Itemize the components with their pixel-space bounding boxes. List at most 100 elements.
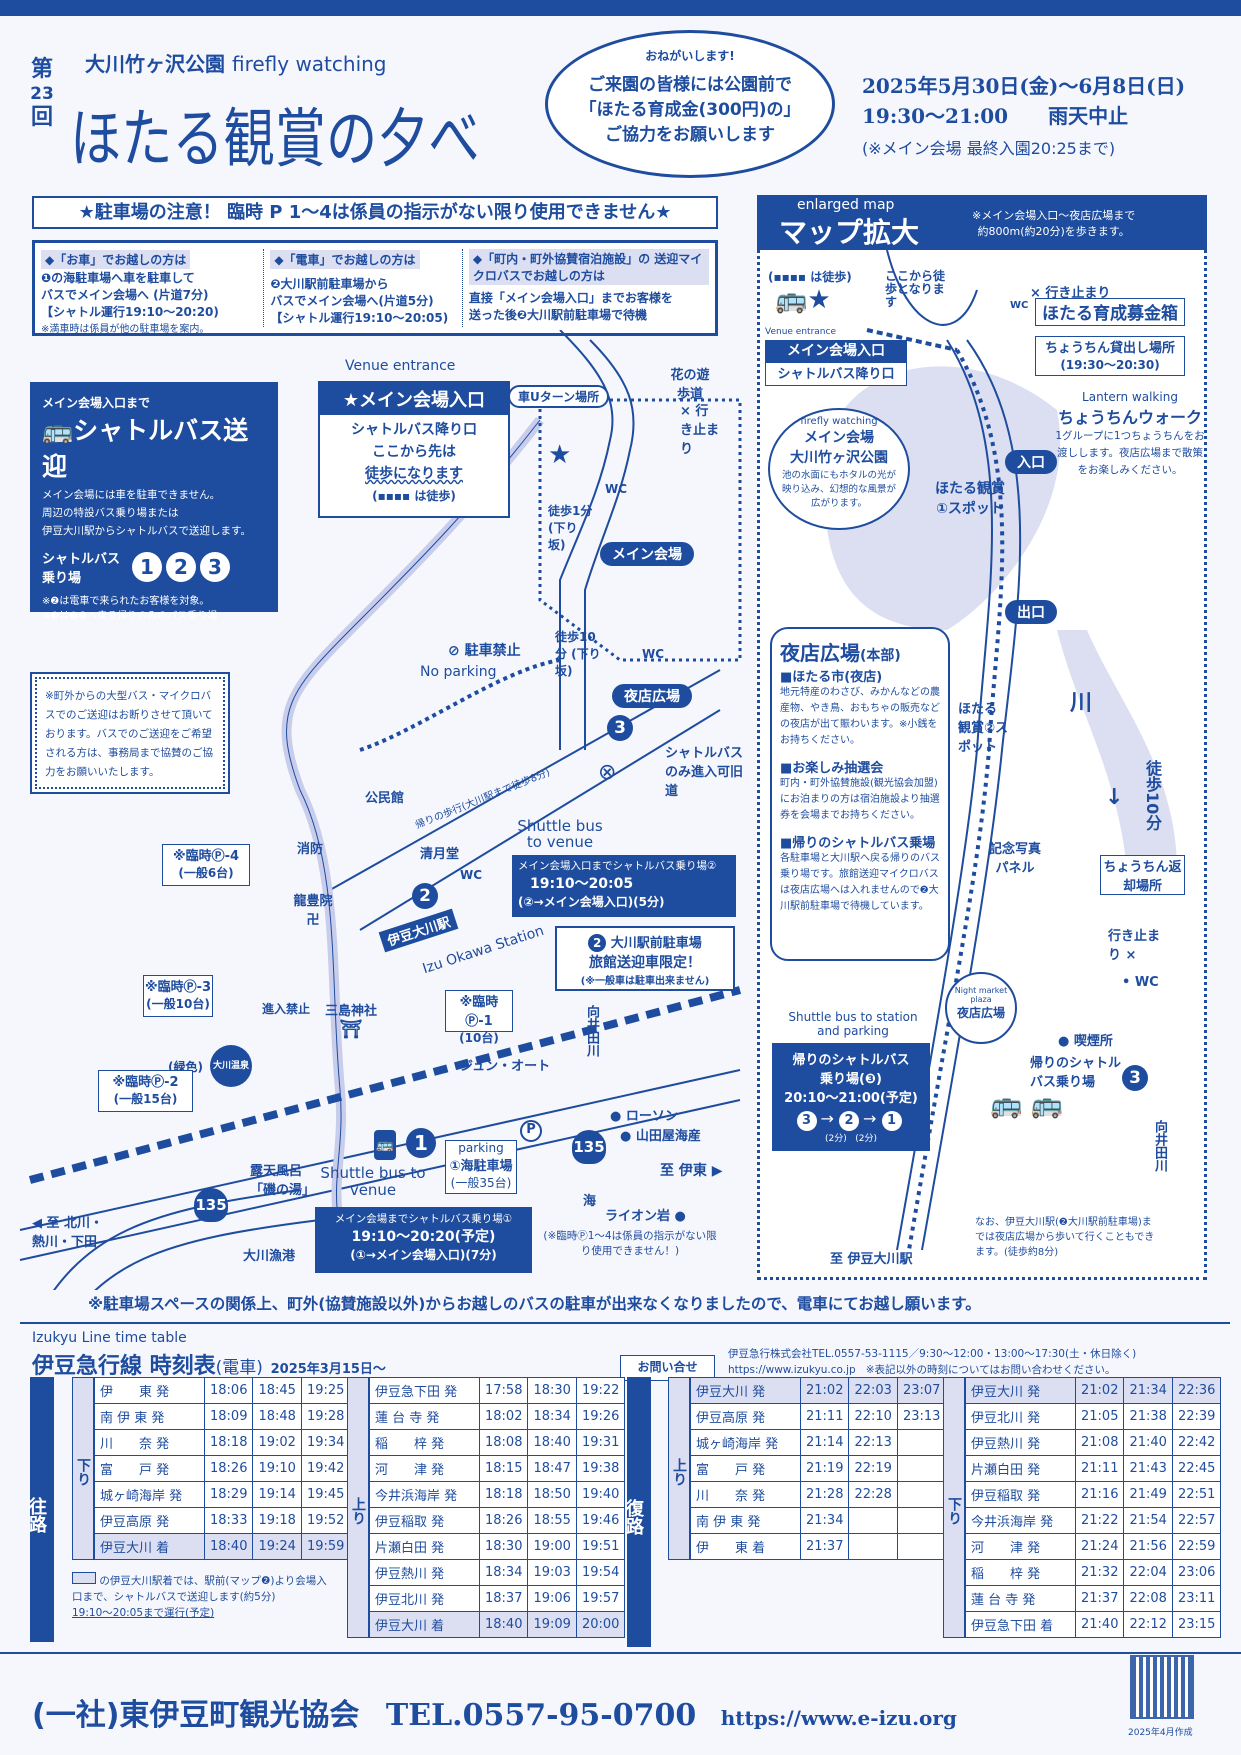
departure-time: 18:02: [478, 1403, 529, 1430]
direction-down: 下り: [943, 1377, 965, 1638]
qr-code[interactable]: [1130, 1655, 1194, 1719]
station-name: 伊豆大川 発: [965, 1377, 1076, 1404]
departure-time: 22:13: [848, 1429, 898, 1456]
direction-down: 下り: [72, 1377, 94, 1560]
yamadaya-label: 山田屋海産: [635, 1129, 701, 1144]
inquiry-line: 伊豆急行株式会社TEL.0557-53-1115／9:30〜12:00・13:0…: [728, 1348, 1137, 1360]
departure-time: 18:34: [478, 1559, 529, 1586]
access-title: ◆「お車」でお越しの方は: [41, 250, 191, 269]
departure-time: 21:56: [1123, 1533, 1173, 1560]
station-name: 伊豆大川 着: [94, 1533, 205, 1560]
access-title: ◆「電車」でお越しの方は: [270, 250, 420, 269]
stop-2-badge: 2: [166, 552, 196, 582]
departure-time: 22:28: [848, 1481, 898, 1508]
access-line: ❶の海駐車場へ車を駐車して: [41, 271, 195, 285]
departure-time: 19:24: [252, 1533, 302, 1560]
no-entry-icon: ⊗: [598, 760, 617, 785]
departure-time: [848, 1533, 898, 1560]
spot-1-label: ほたる観賞 ①スポット: [935, 481, 1005, 517]
section-heading: ■帰りのシャトルバス乗場: [780, 836, 936, 851]
org-name: (一社)東伊豆町観光協会: [32, 1698, 360, 1733]
entrance-line: シャトルバス降り口: [351, 422, 477, 438]
night-en: Night market plaza: [954, 986, 1008, 1004]
wc-label: WC: [605, 482, 628, 496]
p2-sub: (一般15台): [113, 1092, 178, 1106]
departure-time: 18:18: [478, 1481, 529, 1508]
departure-time: 18:26: [478, 1507, 529, 1534]
walk-note: なお、伊豆大川駅(❷大川駅前駐車場)までは夜店広場から歩いて行くこともできます。…: [975, 1217, 1155, 1258]
request-line: ご協力をお願いします: [605, 125, 775, 145]
lantern-en: Lantern walking: [1082, 390, 1178, 404]
shuttle-info: メイン会場入口まで 🚌シャトルバス送迎 メイン会場には車を駐車できません。周辺の…: [30, 382, 278, 622]
departure-time: 21:05: [1074, 1403, 1125, 1430]
callout-line: 帰りのシャトルバス: [792, 1053, 910, 1068]
enlarged-title: マップ拡大: [779, 216, 920, 249]
venue-jp: 大川竹ヶ沢公園: [85, 52, 225, 76]
no-parking-icon: ⊘: [448, 643, 465, 659]
station-name: 伊豆急下田 発: [369, 1377, 480, 1404]
onsen-sign: 大川温泉: [210, 1045, 252, 1087]
main-venue-pill: メイン会場: [600, 542, 694, 566]
old-road-label: シャトルバスのみ進入可旧道: [665, 746, 744, 799]
direction-up: 上り: [347, 1377, 369, 1638]
stop-3-marker: 3: [607, 715, 633, 741]
departure-time: 21:02: [799, 1377, 850, 1404]
lantern-desc: 1グループに1つちょうちんをお渡しします。夜店広場まで散策をお楽しみください。: [1055, 430, 1205, 476]
timetable-legend: の伊豆大川駅着では、駅前(マップ❷)より会場入口まで、シャトルバスで送迎します(…: [72, 1572, 332, 1621]
access-line: 【シャトル運行19:10〜20:05): [270, 311, 449, 325]
walk-from-label: ここから徒歩となります: [885, 269, 946, 309]
departure-time: 21:43: [1123, 1455, 1173, 1482]
org-url[interactable]: https://www.e-izu.org: [720, 1706, 957, 1730]
station-name: 稲 梓 発: [369, 1429, 480, 1456]
down-arrow-icon: ↓: [1105, 785, 1124, 810]
uturn-label: 車Uターン場所: [508, 385, 610, 408]
shuttle-title-text: シャトルバス送迎: [42, 416, 249, 481]
walk-legend: (▪▪▪▪ は徒歩): [372, 489, 456, 503]
departure-time: [848, 1507, 898, 1534]
main2: 大川竹ヶ沢公園: [790, 450, 888, 466]
bus-icon: 🚌: [42, 416, 74, 445]
callout-route: (②→メイン会場入口)(5分): [518, 895, 665, 909]
wc-label: WC: [1010, 300, 1029, 311]
departure-time: 22:10: [848, 1403, 898, 1430]
timetable-en: Izukyu Line time table: [32, 1330, 187, 1346]
departure-time: 18:45: [252, 1377, 302, 1404]
station-name: 伊 東 発: [94, 1377, 205, 1404]
yamadaya: ● 山田屋海産: [620, 1129, 701, 1144]
departure-time: 19:14: [252, 1481, 302, 1508]
spot-2-label: ほたる観賞②スポット: [958, 702, 1009, 755]
station-name: 伊豆北川 発: [965, 1403, 1076, 1430]
access-line: ❷大川駅前駐車場から: [270, 277, 389, 291]
jun-auto-label: ジュン・オート: [460, 1059, 551, 1074]
legend-text: の伊豆大川駅着では、駅前(マップ❷)より会場入口まで、シャトルバスで送迎します(…: [72, 1575, 327, 1603]
station-name: 今井浜海岸 発: [965, 1507, 1076, 1534]
org-tel: TEL.0557-95-0700: [385, 1698, 697, 1733]
seq-min: (2分): [824, 1134, 847, 1144]
exit-pill: 出口: [1005, 600, 1057, 624]
event-date: 2025年5月30日(金)〜6月8日(日): [862, 74, 1186, 98]
departure-time: 19:22: [575, 1377, 626, 1404]
bus-icons: 🚌 🚌: [990, 1090, 1064, 1120]
river-label: 向井田川: [584, 1005, 599, 1057]
entrance-label: メイン会場入口: [765, 340, 907, 362]
departure-time: 22:08: [1123, 1585, 1173, 1612]
departure-time: 18:15: [478, 1455, 529, 1482]
inquiry-url[interactable]: https://www.izukyu.co.jp: [728, 1364, 856, 1376]
station-name: 伊豆高原 発: [94, 1507, 205, 1534]
departure-time: 18:30: [527, 1377, 577, 1404]
main-venue-bubble: firefly watching メイン会場 大川竹ヶ沢公園 池の水面にもホタル…: [768, 408, 910, 530]
departure-time: 22:39: [1171, 1403, 1222, 1430]
to-ito-label: 至 伊東 ▶: [660, 1163, 723, 1179]
request-tag: おねがいします!: [645, 49, 735, 63]
